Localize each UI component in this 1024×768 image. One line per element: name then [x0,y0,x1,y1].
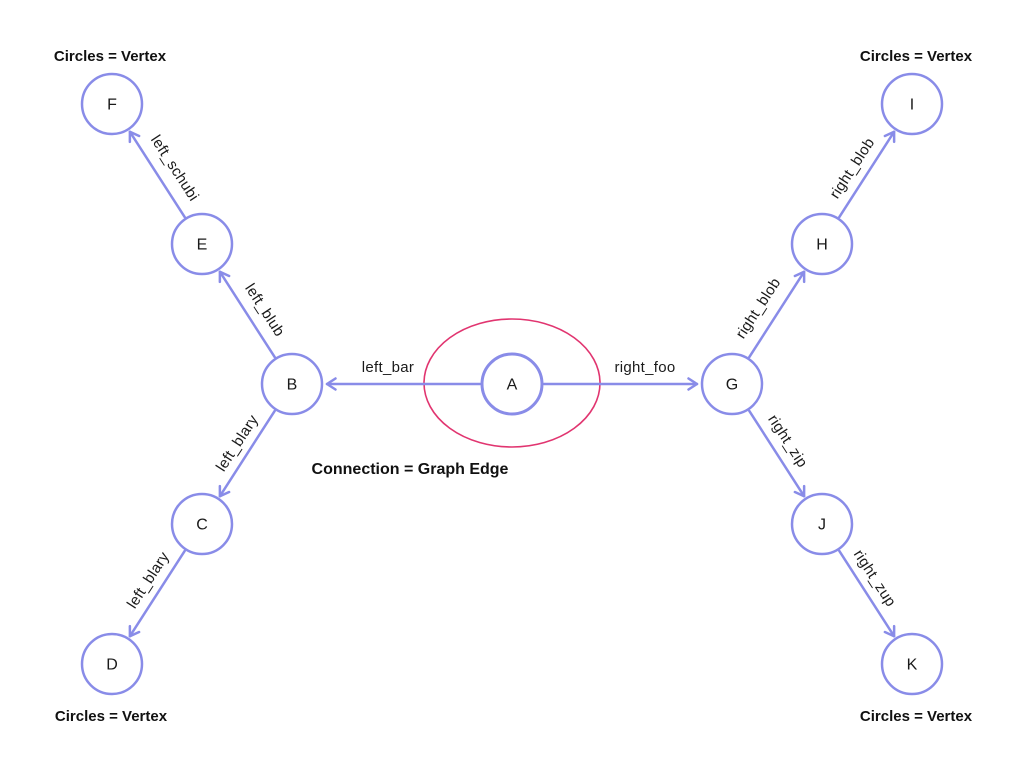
node-g-label: G [726,377,738,394]
node-d-label: D [106,657,118,674]
node-e: E [170,212,234,276]
edge-g-j-label: right_zip [764,412,811,471]
node-f-circle [80,72,144,136]
node-f-label: F [107,97,117,114]
vertex-note-bottom-right: Circles = Vertex [860,708,973,725]
node-g: G [700,352,764,416]
edge-b-e-label: left_blub [241,281,288,340]
edge-e-f [128,130,186,219]
node-j: J [790,492,854,556]
edge-h-i [838,130,896,219]
node-i-circle [880,72,944,136]
edge-a-b-label: left_bar [362,359,414,376]
edge-e-f-label: left_schubi [147,132,202,204]
node-k-circle [880,632,944,696]
vertex-note-top-right: Circles = Vertex [860,48,973,65]
node-b-circle [260,352,324,416]
node-i: I [880,72,944,136]
node-c-label: C [196,517,208,534]
edge-g-h-label: right_blob [733,275,785,342]
node-c-circle [170,492,234,556]
node-layer: A B C D E F G H [80,72,944,696]
edge-g-h [748,270,806,359]
edge-g-j [748,409,806,498]
node-d: D [80,632,144,696]
node-a-circle [480,352,544,416]
edge-b-e [218,270,276,359]
edge-c-d [128,549,186,638]
node-k-label: K [907,657,918,674]
edge-b-c [218,409,276,498]
node-g-circle [700,352,764,416]
node-f: F [80,72,144,136]
node-j-label: J [818,517,826,534]
node-b: B [260,352,324,416]
node-h-label: H [816,237,828,254]
node-i-label: I [910,97,914,114]
node-j-circle [790,492,854,556]
node-c: C [170,492,234,556]
node-e-label: E [197,237,208,254]
edge-note-center: Connection = Graph Edge [312,461,509,478]
node-d-circle [80,632,144,696]
node-k: K [880,632,944,696]
edge-layer [128,130,896,638]
node-b-label: B [287,377,298,394]
vertex-note-bottom-left: Circles = Vertex [55,708,168,725]
annotation-layer: Circles = Vertex Circles = Vertex Circle… [54,48,973,725]
edge-a-g-label: right_foo [614,359,675,376]
vertex-note-top-left: Circles = Vertex [54,48,167,65]
node-h-circle [790,212,854,276]
node-a: A [480,352,544,416]
edge-j-k [838,549,896,638]
node-e-circle [170,212,234,276]
node-a-label: A [507,377,518,394]
node-h: H [790,212,854,276]
